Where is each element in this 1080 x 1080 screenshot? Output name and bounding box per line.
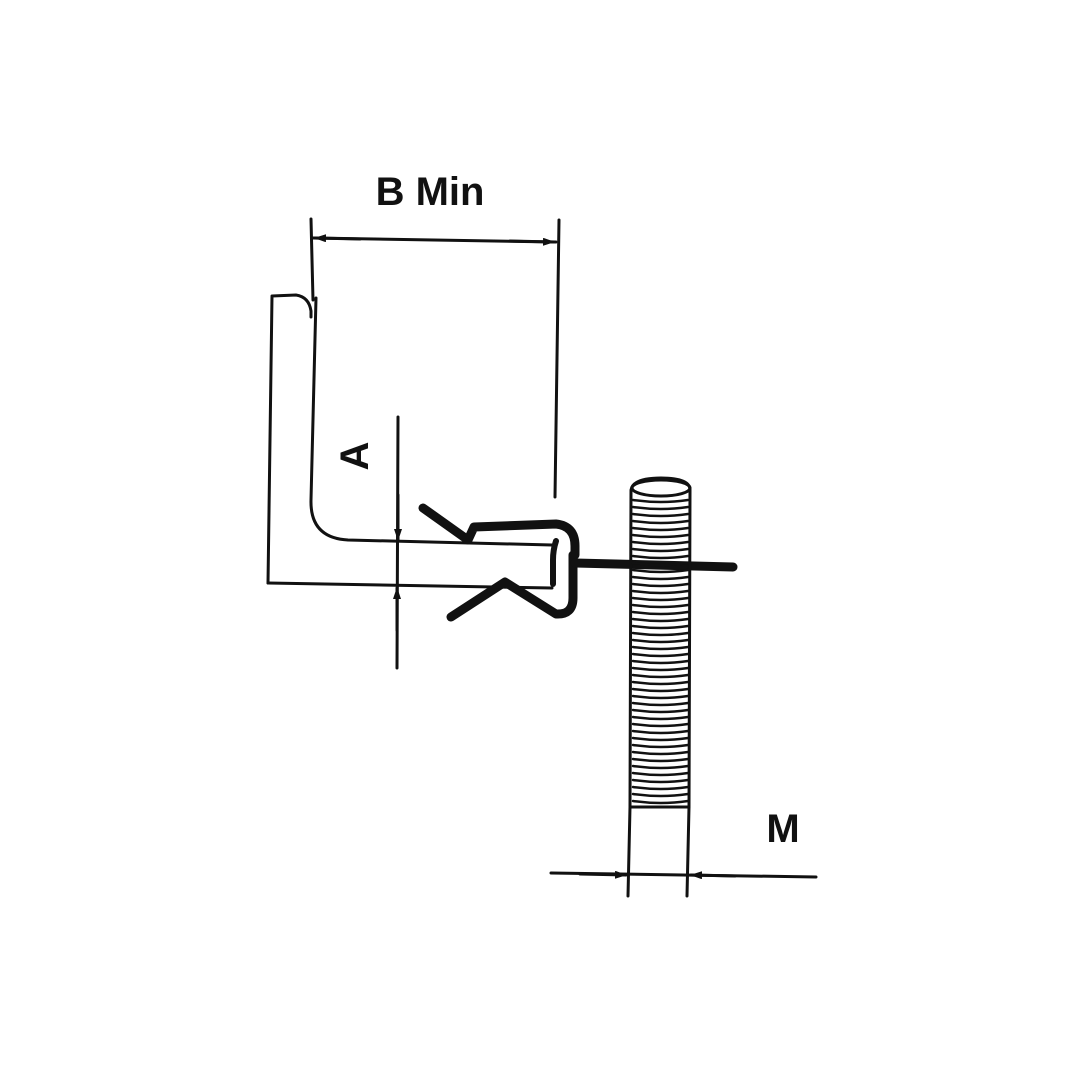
thread-row (631, 743, 690, 749)
thread-row (631, 729, 690, 735)
panel-inner-outline (309, 296, 554, 547)
a-label: A (333, 442, 377, 471)
thread-row (631, 750, 690, 756)
thread-row (631, 540, 690, 546)
clip-lower-leg (446, 550, 578, 622)
thread-row (631, 498, 690, 504)
thread-row (631, 631, 690, 637)
thread-row (631, 645, 690, 651)
thread-row (631, 764, 690, 770)
thread-row (631, 757, 690, 763)
thread-row (631, 680, 690, 686)
thread-row (631, 596, 690, 602)
stud-threads (631, 498, 690, 805)
thread-row (631, 736, 690, 742)
thread-row (631, 771, 690, 777)
thread-row (631, 512, 690, 518)
thread-row (631, 554, 690, 560)
thread-row (631, 547, 690, 553)
thread-row (631, 568, 690, 574)
thread-row (631, 603, 690, 609)
thread-row (631, 582, 690, 588)
stud-shank-left (626, 805, 632, 898)
thread-row (631, 778, 690, 784)
thread-row (631, 659, 690, 665)
panel-outer-outline (266, 293, 313, 585)
m-arrow-left (578, 870, 628, 879)
thread-row (631, 561, 690, 567)
thread-row (631, 687, 690, 693)
stud-top-face (630, 478, 692, 498)
thread-row (631, 589, 690, 595)
thread-row (631, 624, 690, 630)
thread-row (631, 505, 690, 511)
b-min-arrow-right (508, 237, 556, 246)
thread-row (631, 610, 690, 616)
thread-row (631, 575, 690, 581)
thread-row (631, 533, 690, 539)
thread-row (631, 799, 690, 805)
stud-shank-right (685, 805, 691, 898)
thread-row (631, 673, 690, 679)
thread-row (631, 652, 690, 658)
m-arrow-right (689, 871, 737, 880)
clip-upper-leg (418, 503, 580, 560)
thread-row (631, 722, 690, 728)
thread-row (631, 715, 690, 721)
clip-inner-return (550, 538, 559, 587)
b-min-label: B Min (376, 170, 485, 214)
thread-row (631, 694, 690, 700)
b-min-extension-left (309, 217, 315, 302)
thread-row (631, 666, 690, 672)
b-min-arrow-left (313, 234, 362, 243)
thread-row (631, 519, 690, 525)
thread-row (631, 638, 690, 644)
thread-row (631, 792, 690, 798)
m-label: M (766, 807, 799, 851)
b-min-extension-right (553, 218, 561, 499)
thread-row (631, 785, 690, 791)
thread-row (631, 526, 690, 532)
thread-row (631, 617, 690, 623)
thread-row (631, 708, 690, 714)
thread-row (631, 701, 690, 707)
